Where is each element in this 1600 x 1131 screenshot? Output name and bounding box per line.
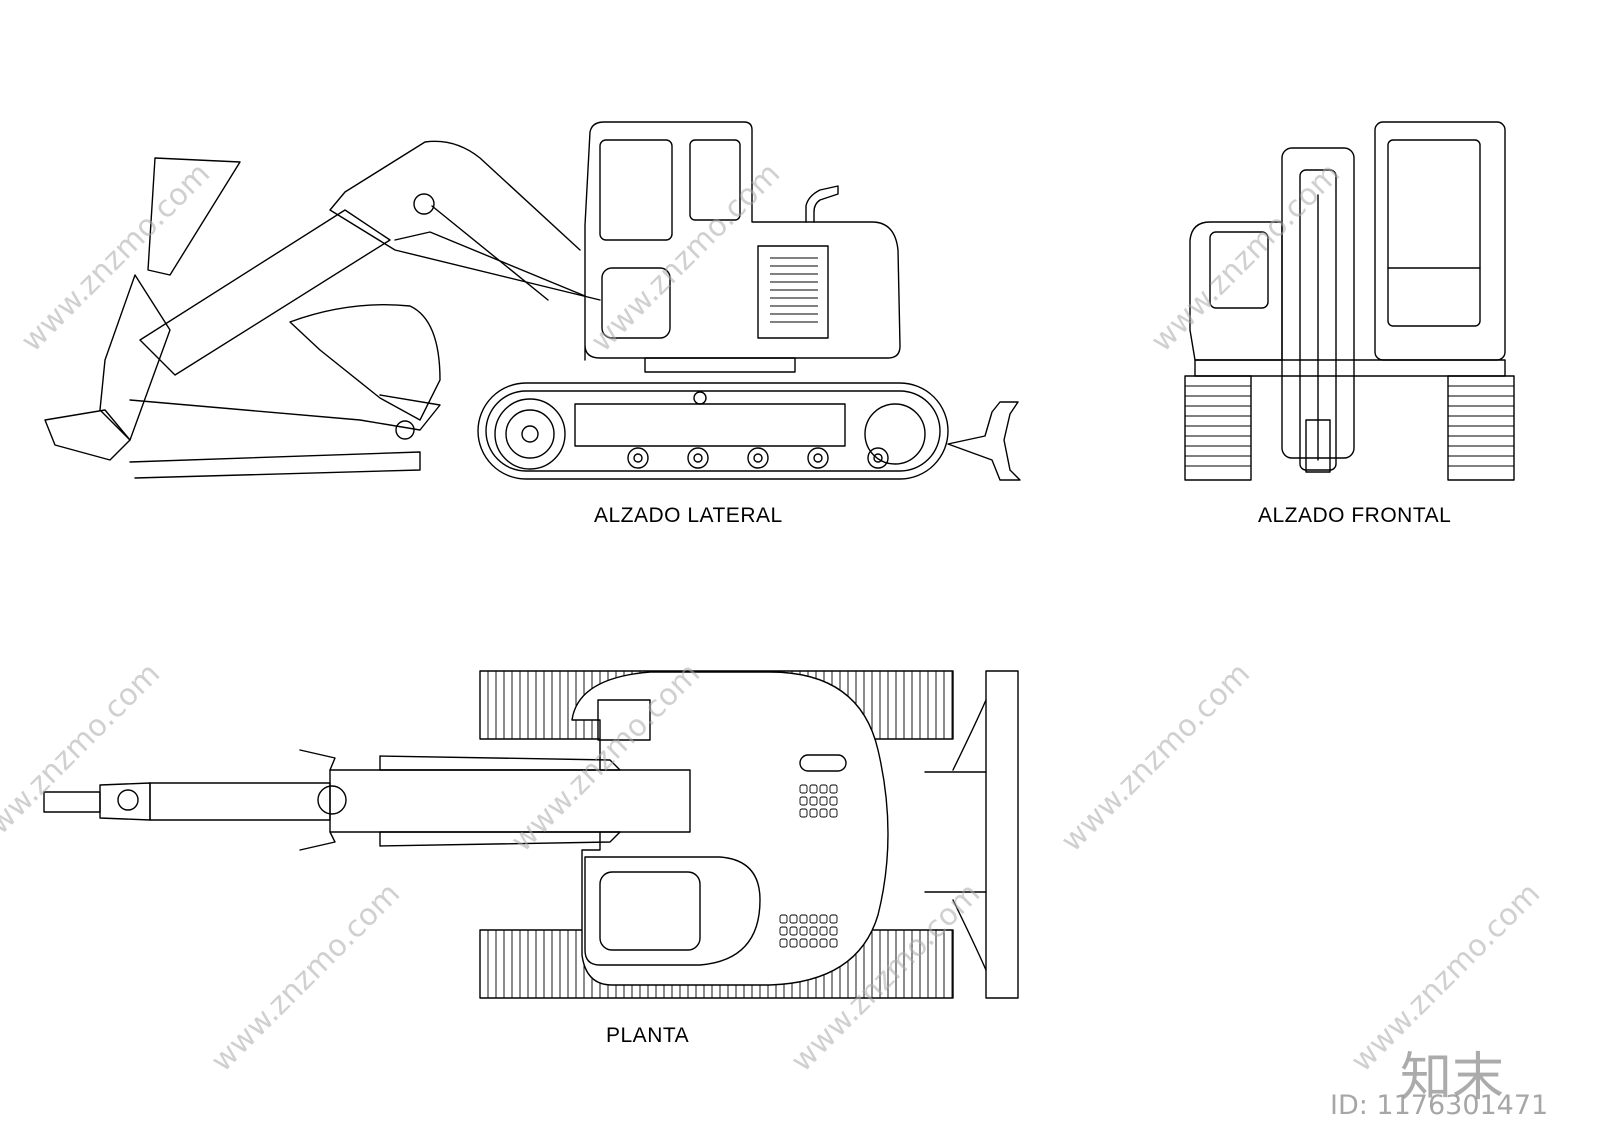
side-elevation-drawing	[44, 121, 1021, 481]
cab-front-window	[599, 139, 673, 241]
engine-vent-slot	[809, 926, 818, 936]
lower-linkage	[129, 451, 421, 479]
engine-grille	[757, 245, 829, 339]
plan-bucket	[99, 782, 151, 821]
engine-vent-slot	[779, 914, 788, 924]
plan-blade-arms	[952, 699, 987, 971]
engine-vent-slot	[819, 914, 828, 924]
front-cab	[1374, 121, 1506, 361]
plan-cab-window	[599, 871, 701, 951]
engine-vent-slot	[799, 914, 808, 924]
bucket	[289, 304, 441, 421]
boom-lower-edge	[394, 231, 586, 297]
engine-vent-slot	[789, 938, 798, 948]
sprocket-hub	[505, 409, 555, 459]
bucket-pin	[395, 420, 415, 440]
engine-vent-slot	[809, 938, 818, 948]
engine-vent-slot	[829, 808, 838, 818]
plan-label: PLANTA	[606, 1024, 690, 1047]
plan-bucket-pin	[117, 789, 139, 811]
plan-boom-pivot	[317, 785, 347, 815]
grille-slats	[770, 257, 818, 323]
idler-wheel	[864, 403, 926, 465]
road-rollers	[627, 447, 889, 469]
boom-pivot	[413, 193, 435, 215]
engine-vent-slot	[789, 926, 798, 936]
plan-fuel-cap	[799, 754, 847, 772]
swing-bearing	[644, 357, 796, 373]
engine-vent-slot	[799, 926, 808, 936]
front-track-right	[1447, 375, 1515, 481]
arm-cylinder	[147, 157, 241, 276]
front-cab-windshield	[1387, 139, 1481, 327]
engine-vent-slot	[829, 796, 838, 806]
engine-vent-slot	[819, 938, 828, 948]
front-track-treads	[1185, 385, 1514, 467]
plan-bucket-teeth	[43, 791, 101, 813]
bucket-link	[44, 409, 131, 461]
side-elevation-label: ALZADO LATERAL	[594, 504, 783, 527]
boom-upper-edge	[329, 140, 601, 301]
engine-vent-slot	[809, 808, 818, 818]
engine-vent-slot	[829, 784, 838, 794]
plan-arm	[149, 782, 331, 821]
engine-vent-slot	[829, 914, 838, 924]
plan-drawing	[43, 670, 1019, 999]
plan-arm-brackets	[299, 749, 336, 851]
front-track-left	[1184, 375, 1252, 481]
engine-vent-slot	[829, 938, 838, 948]
cab-side-window	[689, 139, 741, 221]
engine-vent-slot	[809, 796, 818, 806]
plan-cab-rear-window	[597, 699, 651, 741]
drive-sprocket	[494, 398, 566, 470]
track-outline	[477, 382, 949, 480]
upper-structure	[584, 121, 901, 361]
bucket-cylinder-rod	[129, 394, 441, 431]
sprocket-axle	[521, 425, 539, 443]
front-arm	[1299, 169, 1337, 471]
plan-upper-structure	[571, 671, 889, 986]
carrier-roller	[693, 391, 707, 405]
exhaust-pipe	[805, 185, 839, 223]
engine-vent-slot	[819, 784, 828, 794]
engine-vent-slot	[779, 938, 788, 948]
plan-boom-flanges	[379, 755, 621, 847]
dozer-blade	[947, 401, 1021, 481]
engine-vent-slot	[799, 796, 808, 806]
boom-cylinder	[431, 205, 549, 301]
front-undercarriage	[1194, 359, 1506, 377]
engine-vent-slot	[829, 926, 838, 936]
engine-vent-slot	[809, 914, 818, 924]
arm	[139, 209, 391, 376]
front-elevation-label: ALZADO FRONTAL	[1258, 504, 1452, 527]
arm-head	[99, 274, 171, 441]
engine-vent-slot	[779, 926, 788, 936]
engine-vent-slot	[819, 926, 828, 936]
track-inner	[485, 390, 941, 472]
engine-vent-slot	[819, 796, 828, 806]
front-elevation-drawing	[1184, 121, 1515, 481]
track-frame	[574, 403, 846, 447]
engine-vent-slot	[799, 808, 808, 818]
brand-logo: 知末	[1400, 1048, 1505, 1108]
engine-vent-slot	[809, 784, 818, 794]
plan-dozer-blade	[985, 670, 1019, 999]
engine-vent-slot	[819, 808, 828, 818]
front-radiator	[1209, 231, 1269, 309]
plan-engine-vents	[779, 784, 838, 948]
image-id: ID: 1176301471	[1330, 1090, 1549, 1121]
front-bucket	[1305, 419, 1331, 473]
engine-vent-slot	[799, 938, 808, 948]
plan-cab-roof	[584, 856, 761, 966]
plan-boom	[329, 769, 691, 833]
engine-vent-slot	[789, 914, 798, 924]
engine-vent-slot	[799, 784, 808, 794]
cab-door-window	[601, 267, 671, 339]
